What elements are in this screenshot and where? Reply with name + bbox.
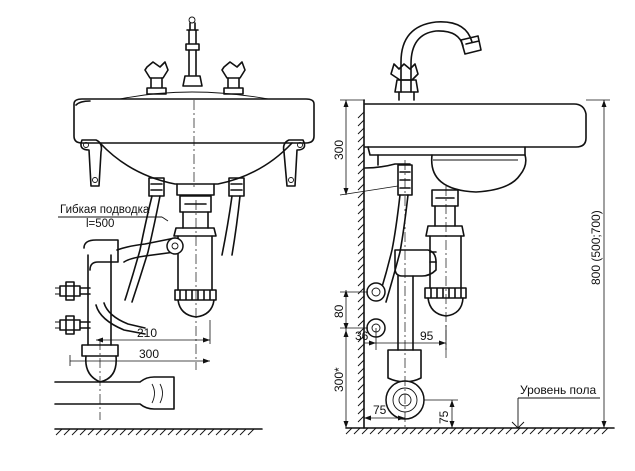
floor-front [54,428,263,436]
flex-hose-title: Гибкая подводка [60,204,150,216]
dim-75-horizontal: 75 [364,403,405,421]
dim-80: 80 [332,290,368,330]
right-supply-nipple [228,177,245,197]
siphon-side [424,189,467,317]
dim-800-label: 800 (500;700) [589,210,603,285]
drain-riser-front [81,239,146,383]
dim-75-horizontal-label: 75 [373,403,387,417]
water-valve-upper [55,281,91,301]
front-view: 210 300 Гибкая подводка l=500 [54,16,315,436]
faucet-spout [182,16,203,87]
bracket-right [282,139,306,187]
floor-level-label: Уровень пола [520,383,596,397]
dim-36-label: 36 [355,329,369,343]
dim-95-label: 95 [420,329,434,343]
siphon-front [116,195,217,318]
drain-riser-side [377,164,437,420]
flex-hose-length: l=500 [86,218,114,230]
dim-36-95: 36 95 [355,325,447,350]
dim-75-vertical: 75 [424,399,458,428]
bracket-left [80,139,103,187]
dim-300-vertical: 300 [332,99,399,196]
left-flex-hose [124,195,161,303]
side-view: 300 80 300* 36 95 75 [332,21,615,435]
dim-210-label: 210 [137,326,157,340]
left-supply-nipple [148,177,165,197]
dim-300-star-label: 300* [332,367,346,392]
dim-800: 800 (500;700) [586,99,610,428]
dim-300-vertical-label: 300 [332,140,346,160]
valve-side-upper [366,282,386,302]
dim-210: 210 [96,320,211,344]
dim-75-vertical-label: 75 [437,410,451,424]
right-flex-hose [221,195,241,256]
sink-bowl-front [73,91,315,196]
left-valve-handle [144,61,169,95]
floor-level-callout: Уровень пола [511,383,600,429]
sewer-pipe-front [54,376,175,410]
wall-side [357,99,365,429]
faucet-gooseneck [390,21,482,101]
flex-hose-callout: Гибкая подводка l=500 [58,204,169,230]
water-valve-lower [55,315,91,335]
right-valve-handle [221,61,246,95]
dim-300-horizontal: 300 [69,347,210,366]
dim-80-label: 80 [332,304,346,318]
dim-300-label: 300 [139,347,159,361]
floor-side [345,427,615,435]
dim-300-star: 300* [332,330,349,428]
sink-bowl-side [364,103,587,193]
